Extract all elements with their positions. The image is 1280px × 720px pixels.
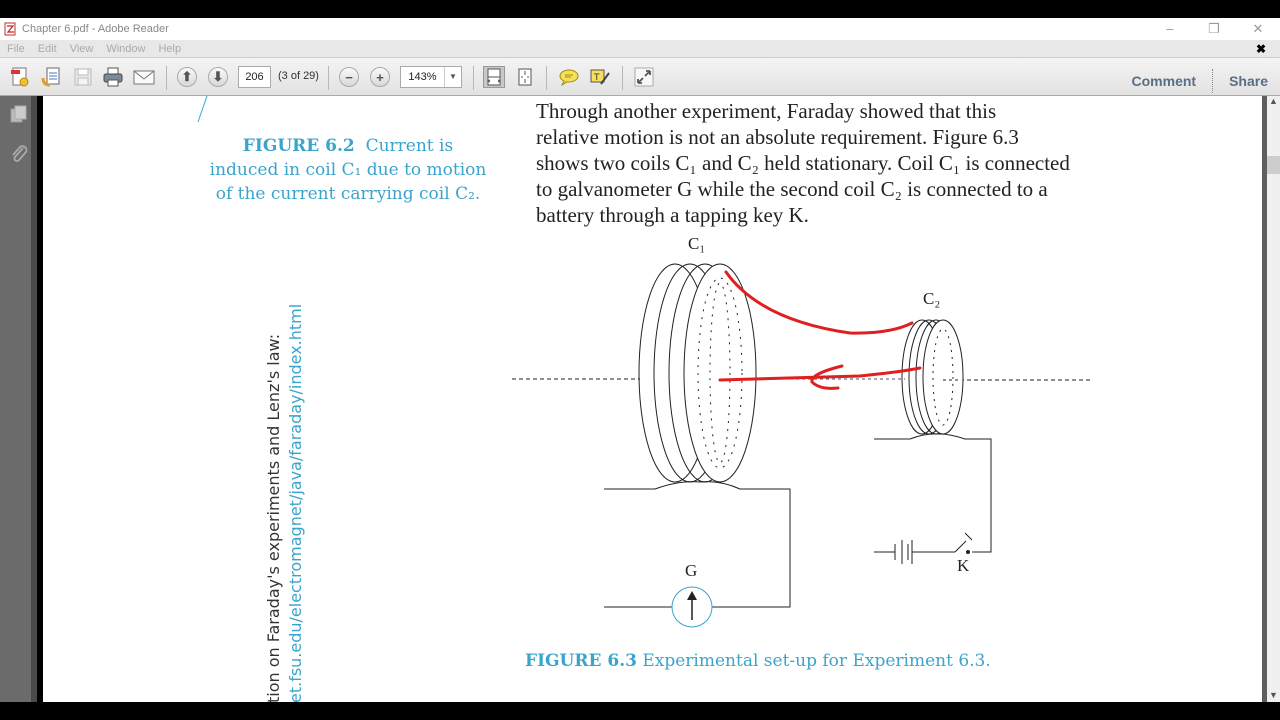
page-number-input[interactable]: 206 [238,66,271,88]
figure-6-3-caption: FIGURE 6.3 Experimental set-up for Exper… [525,651,991,671]
coil-c1 [604,263,791,608]
red-annotation [718,270,922,390]
arrow-down-icon: ⬇ [208,67,228,87]
figure-line-fragment [197,96,208,123]
document-page: FIGURE 6.2 Current is induced in coil C₁… [43,96,1262,702]
zoom-level-select[interactable]: 143% ▼ [400,66,462,88]
fit-page-button[interactable] [514,66,536,88]
figure-6-2-label: FIGURE 6.2 [242,136,355,156]
figure-6-3-label: FIGURE 6.3 [525,651,637,671]
coil-c2 [874,319,992,564]
coil-c1-label: C₁ [688,234,706,253]
scroll-down-icon[interactable]: ▼ [1269,690,1278,700]
close-window-button[interactable]: ✕ [1252,21,1264,36]
menu-help[interactable]: Help [158,42,182,55]
menu-edit[interactable]: Edit [37,42,57,55]
minus-icon: − [339,67,359,87]
close-document-button[interactable]: ✖ [1255,41,1266,56]
coil-c2-label: C₂ [923,289,941,308]
sticky-note-button[interactable] [558,66,580,88]
create-pdf-button[interactable] [9,66,31,88]
body-line: to galvanometer G while the second coil … [536,177,1048,201]
figure-6-2-caption: FIGURE 6.2 Current is induced in coil C₁… [209,136,487,204]
galvanometer-label: G [685,561,698,580]
previous-page-button[interactable]: ⬆ [176,66,198,88]
text-edit-icon: T [590,69,610,85]
restore-button[interactable]: ❐ [1208,21,1220,36]
menu-file[interactable]: File [7,42,25,55]
body-line: shows two coils C₁ and C₂ held stationar… [536,151,1070,175]
title-bar: Chapter 6.pdf - Adobe Reader – ❐ ✕ [0,18,1280,40]
next-page-button[interactable]: ⬇ [207,66,229,88]
create-pdf-icon [11,67,29,87]
combine-files-icon [41,67,60,87]
fit-page-width-button[interactable] [483,66,505,88]
comment-bubble-icon [559,69,579,87]
print-button[interactable] [102,66,124,88]
share-button[interactable]: Share [1229,73,1268,89]
window-title: Chapter 6.pdf - Adobe Reader [22,23,169,35]
minimize-button[interactable]: – [1166,21,1174,36]
key-label: K [957,556,970,575]
menu-bar: File Edit View Window Help ✖ [0,40,1280,57]
fit-width-icon [486,68,502,86]
navigation-panel [0,96,37,702]
print-icon [103,67,123,87]
body-paragraph: Through another experiment, Faraday show… [536,98,1156,228]
body-line: battery through a tapping key K. [536,203,809,227]
comment-button[interactable]: Comment [1131,73,1197,89]
menu-view[interactable]: View [69,42,94,55]
email-icon [133,70,155,85]
body-line: Through another experiment, Faraday show… [536,99,997,123]
menu-window[interactable]: Window [106,42,146,55]
email-button[interactable] [133,66,155,88]
fit-page-icon [518,68,532,86]
body-line: relative motion is not an absolute requi… [536,125,1019,149]
toolbar: ⬆ ⬇ 206 (3 of 29) − + 143% ▼ T Comment S… [0,57,1280,96]
plus-icon: + [370,67,390,87]
scroll-up-icon[interactable]: ▲ [1269,96,1278,106]
zoom-out-button[interactable]: − [338,66,360,88]
highlight-text-button[interactable]: T [589,66,611,88]
attachments-paperclip-icon[interactable] [9,144,29,164]
experiment-diagram [512,263,1092,628]
page-count: (3 of 29) [278,70,319,82]
zoom-in-button[interactable]: + [369,66,391,88]
expand-arrows-icon [634,67,654,87]
read-mode-button[interactable] [633,66,655,88]
page-thumbnails-icon[interactable] [9,104,29,124]
arrow-up-icon: ⬆ [177,67,197,87]
scrollbar-thumb[interactable] [1267,156,1280,174]
adobe-pdf-icon [4,22,18,36]
vertical-scrollbar[interactable]: ▲ ▼ [1262,96,1280,702]
chevron-down-icon[interactable]: ▼ [444,67,461,87]
save-icon [74,68,92,86]
combine-files-button[interactable] [40,66,62,88]
save-button[interactable] [72,66,94,88]
zoom-level-value: 143% [408,71,437,83]
svg-text:T: T [593,73,600,83]
